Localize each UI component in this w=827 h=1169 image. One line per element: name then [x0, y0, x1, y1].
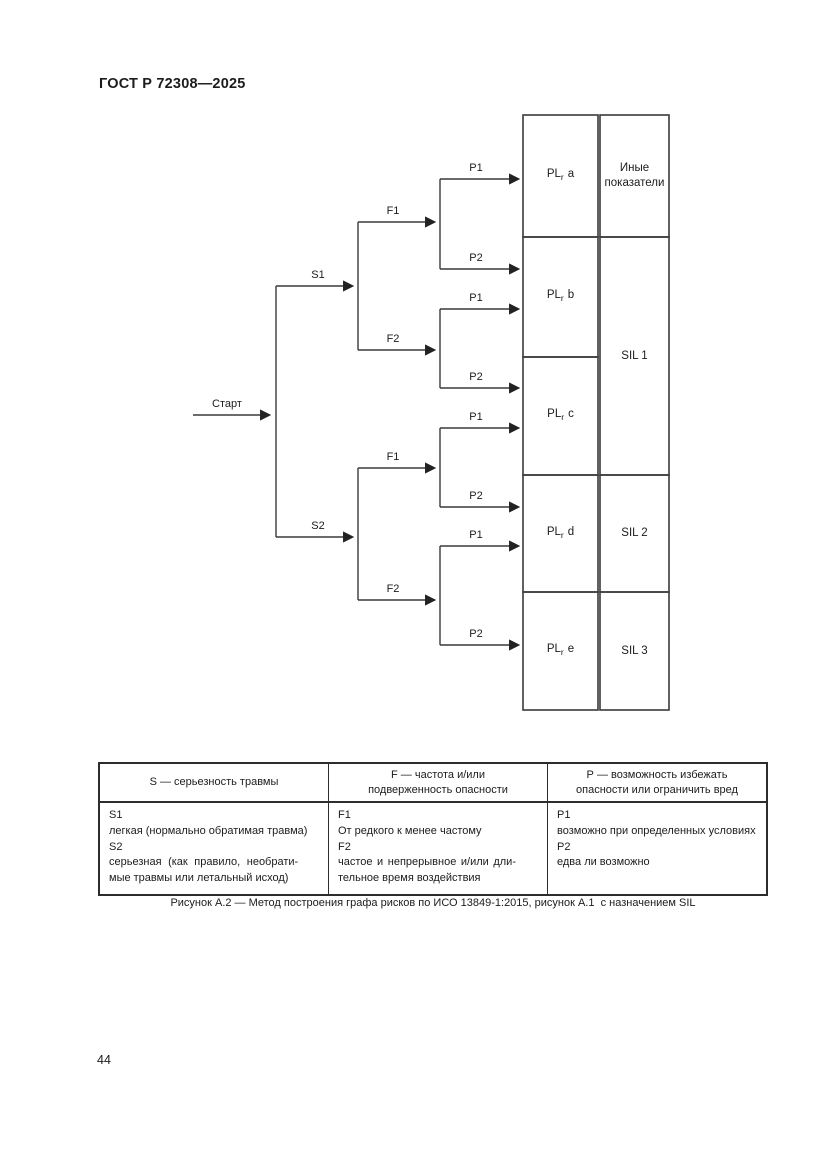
body-cell-f: F1 От редкого к менее частому F2 частое …: [328, 803, 547, 894]
sil1-label: SIL 1: [621, 349, 648, 362]
pl-subscript: r: [561, 412, 565, 422]
sil2-label: SIL 2: [621, 527, 648, 539]
start-label: Старт: [212, 398, 242, 410]
pl-subscript: r: [560, 529, 564, 540]
pl-subscript: r: [560, 647, 564, 657]
f1-label-s2: F1: [386, 451, 400, 463]
risk-graph-lines: [193, 114, 670, 711]
p2-label-c: P2: [469, 490, 483, 502]
pl-letter: a: [567, 168, 575, 180]
f2-label-s2: F2: [386, 583, 400, 595]
pl-letter: b: [567, 289, 575, 301]
figure-caption: Рисунок А.2 — Метод построения графа рис…: [170, 897, 696, 909]
body-cell-s: S1 легкая (нормально обратимая травма) S…: [100, 803, 328, 894]
s2-label: S2: [311, 520, 325, 532]
s1-code: S1: [109, 809, 123, 821]
header-f-line2: подверженность опасности: [368, 783, 508, 796]
risk-graph-diagram: Старт S1 S2 F1 F2 F1 F2 P1 P2 P1 P2 P1 P…: [193, 114, 670, 711]
pl-letter: c: [568, 408, 574, 420]
s2-code: S2: [109, 840, 123, 853]
pl-letter: e: [567, 643, 575, 655]
p1-label-d: P1: [469, 529, 483, 541]
header-cell-f: F — частота и/или подверженность опаснос…: [328, 764, 547, 801]
pl-base: PL: [547, 408, 562, 420]
other-indicators-line1: Иные: [619, 162, 650, 174]
s1-description: легкая (нормально обратимая травма): [109, 824, 308, 837]
page-number: 44: [97, 1053, 111, 1067]
s1-label: S1: [311, 269, 325, 281]
pl-letter: d: [567, 525, 575, 538]
table-body-row: S1 легкая (нормально обратимая травма) S…: [100, 803, 766, 894]
pl-subscript: r: [560, 293, 564, 303]
p2-code: P2: [557, 840, 571, 853]
header-cell-p: Р — возможность избежать опасности или о…: [547, 764, 766, 801]
header-p-line2: опасности или ограничить вред: [576, 783, 738, 796]
p1-label-b: P1: [469, 292, 483, 304]
f1-label-s1: F1: [386, 205, 400, 217]
s2-description-line2: мые травмы или летальный исход): [109, 872, 289, 885]
pl-base: PL: [546, 168, 561, 180]
pl-base: PL: [546, 289, 561, 301]
f1-description: От редкого к менее частому: [338, 824, 482, 837]
p2-label-a: P2: [469, 252, 483, 264]
body-cell-p: P1 возможно при определенных условиях P2…: [547, 803, 766, 894]
p1-code: P1: [557, 809, 571, 821]
f2-description-line1: частое и непрерывное и/или дли-: [338, 856, 516, 869]
header-s-line1: S — серьезность травмы: [149, 776, 279, 789]
other-indicators-label: Иные показатели: [600, 115, 669, 237]
table-header-row: S — серьезность травмы F — частота и/или…: [100, 764, 766, 803]
header-cell-s: S — серьезность травмы: [100, 764, 328, 801]
p2-label-b: P2: [469, 371, 483, 383]
header-p-line1: Р — возможность избежать: [586, 769, 728, 781]
pl-base: PL: [546, 525, 561, 538]
sil3-box: [599, 591, 670, 711]
p2-description: едва ли возможно: [557, 856, 650, 869]
parameters-table: S — серьезность травмы F — частота и/или…: [98, 762, 768, 896]
p1-description: возможно при определенных условиях: [557, 824, 756, 837]
f2-label-s1: F2: [386, 333, 400, 345]
pl-subscript: r: [560, 172, 564, 182]
s2-description-line1: серьезная (как правило, необрати-: [109, 856, 299, 869]
pl-box-e: [522, 591, 599, 711]
f2-description-line2: тельное время воздействия: [338, 872, 481, 885]
pl-base: PL: [546, 643, 561, 655]
header-f-line1: F — частота и/или: [391, 769, 485, 781]
sil3-label: SIL 3: [621, 644, 648, 657]
p1-label-c: P1: [469, 411, 483, 423]
f2-code: F2: [338, 840, 351, 853]
other-indicators-line2: показатели: [604, 177, 665, 189]
document-header: ГОСТ Р 72308—2025: [99, 76, 246, 92]
p1-label-a: P1: [469, 162, 483, 174]
f1-code: F1: [338, 809, 351, 821]
p2-label-d: P2: [469, 628, 483, 640]
